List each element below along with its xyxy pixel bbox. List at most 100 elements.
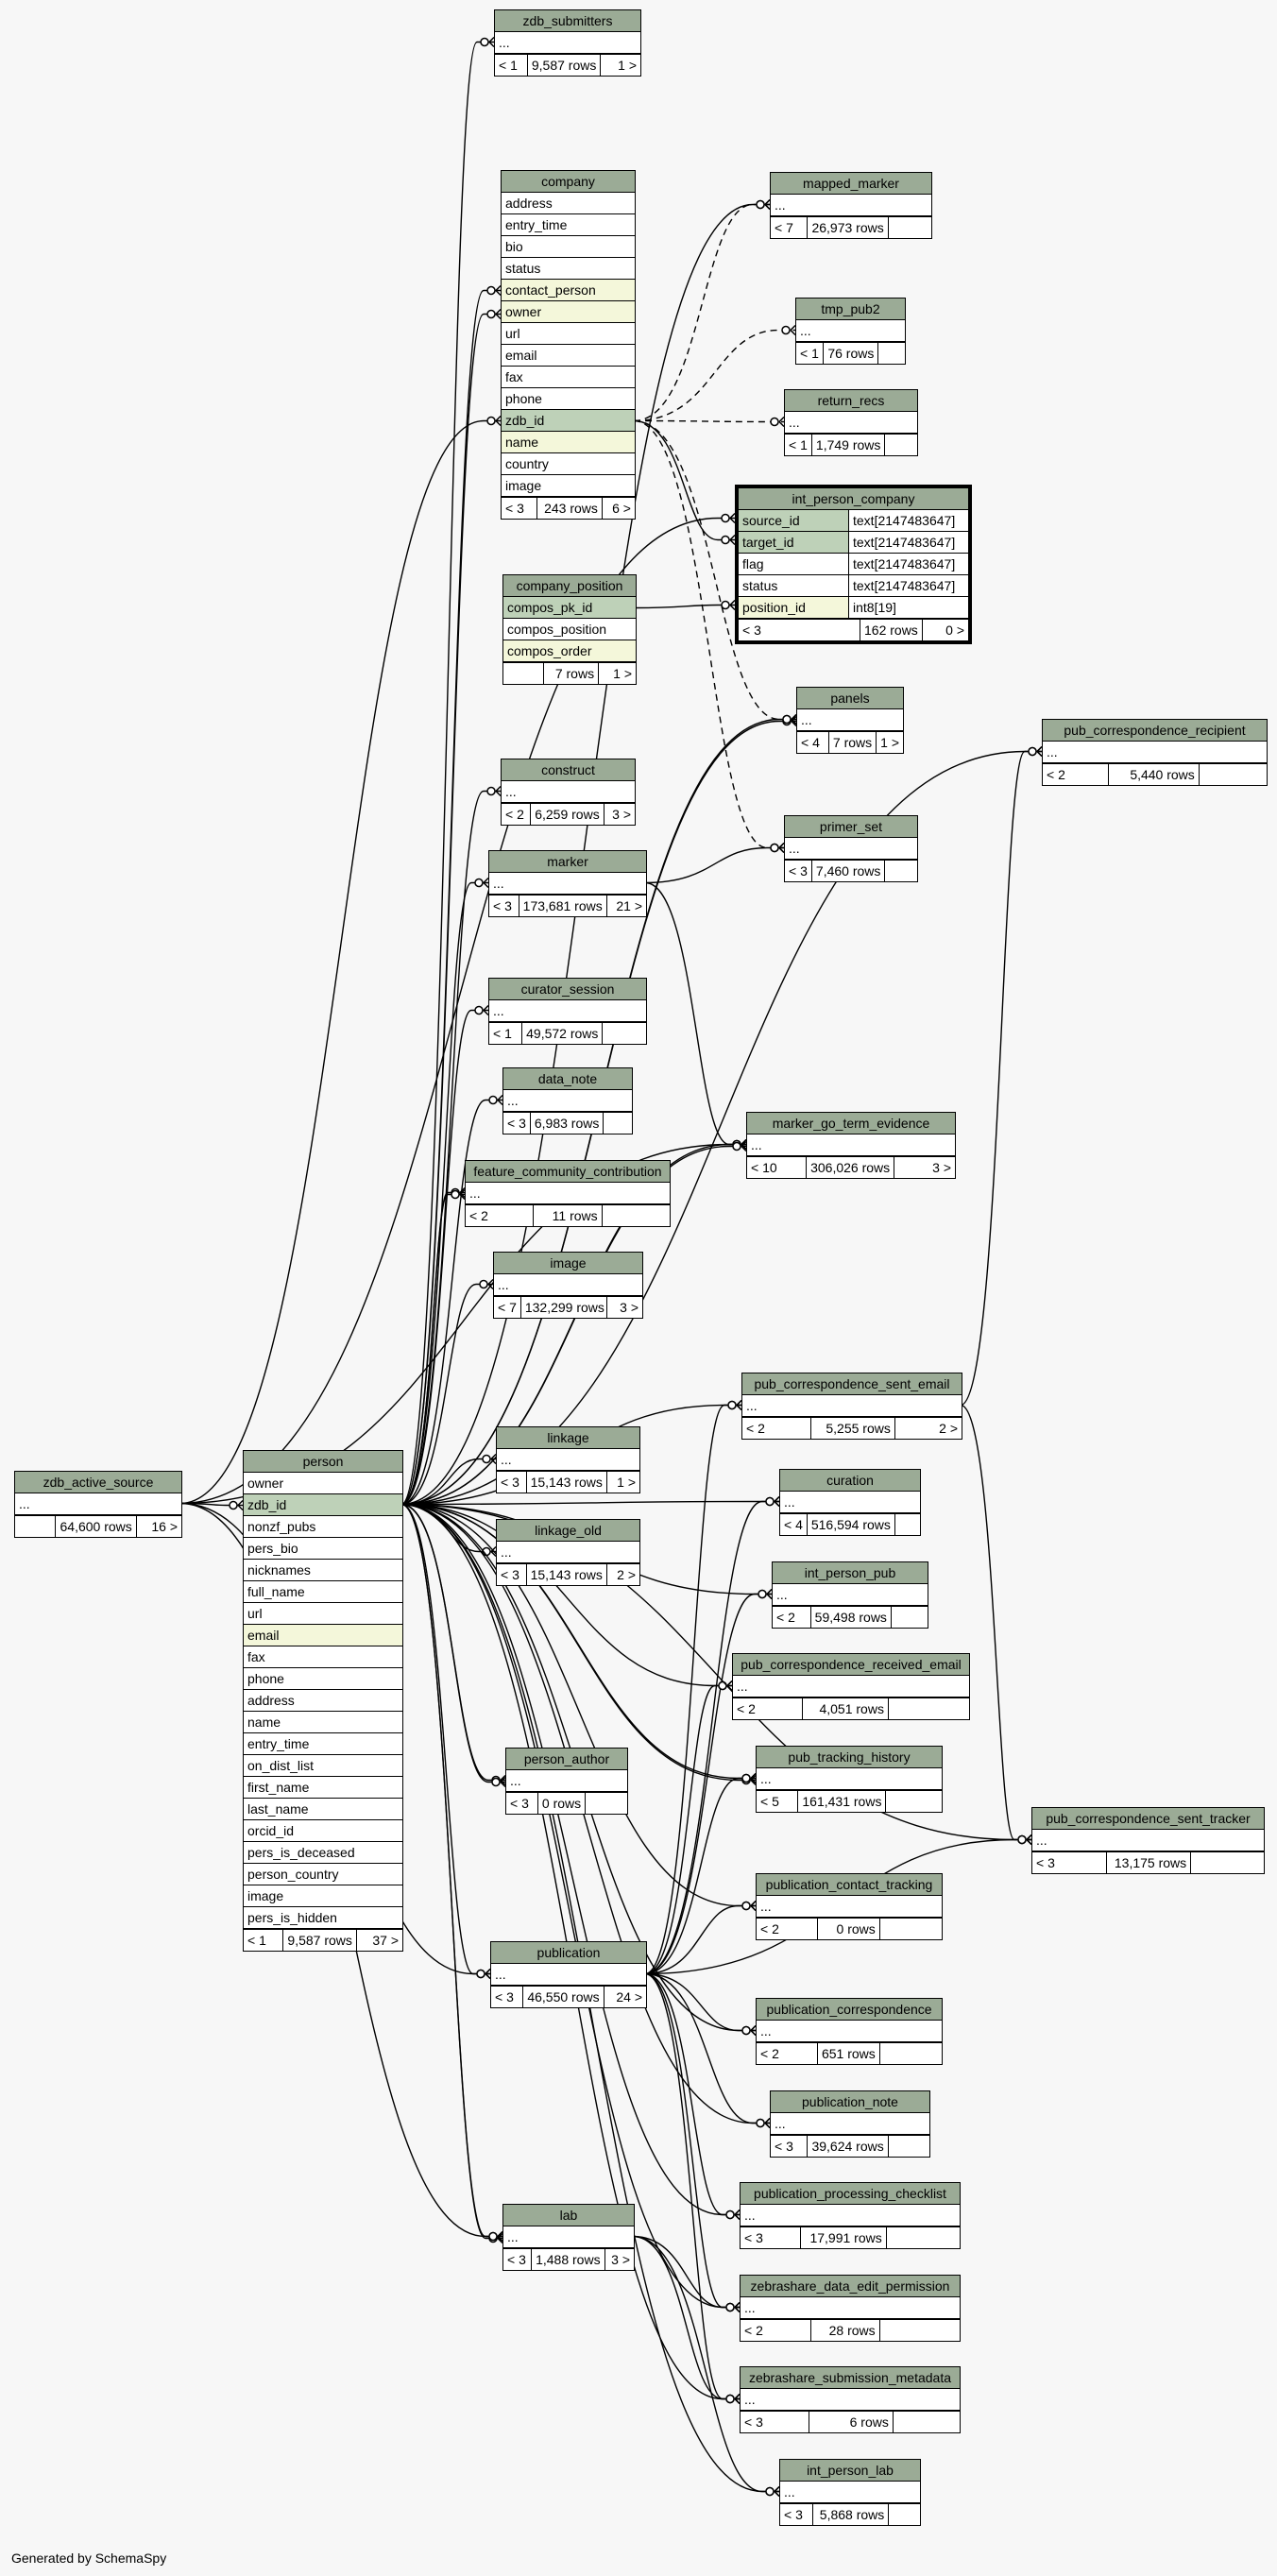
table-title[interactable]: publication_note [771,2091,929,2113]
table-column[interactable]: ... [733,1676,969,1697]
table-column[interactable]: ... [497,1449,639,1471]
table-column[interactable]: ... [466,1183,670,1204]
table-column[interactable]: compos_position [503,619,636,640]
table-title[interactable]: pub_correspondence_recipient [1043,720,1267,742]
table-title[interactable]: feature_community_contribution [466,1161,670,1183]
table-title[interactable]: int_person_pub [773,1562,928,1584]
table-column[interactable]: status [502,258,635,280]
table-column[interactable]: bio [502,236,635,258]
table-column[interactable]: ... [757,1768,942,1790]
table-title[interactable]: zdb_active_source [15,1472,181,1493]
table-title[interactable]: pub_correspondence_received_email [733,1654,969,1676]
table-column[interactable]: image [244,1885,402,1907]
table-title[interactable]: data_note [503,1068,632,1090]
primary-key-column[interactable]: zdb_id [244,1494,402,1516]
table-title[interactable]: person [244,1451,402,1473]
table-column[interactable]: ... [742,1395,962,1417]
table-column[interactable]: ... [491,1964,646,1986]
table-title[interactable]: curation [780,1470,920,1492]
table-title[interactable]: lab [503,2205,634,2226]
table-column[interactable]: orcid_id [244,1820,402,1842]
table-title[interactable]: primer_set [785,816,917,838]
table-column[interactable]: ... [780,2482,920,2503]
foreign-key-column[interactable]: name [502,432,635,453]
table-title[interactable]: company_position [503,575,636,597]
table-title[interactable]: zebrashare_submission_metadata [741,2367,960,2389]
table-column[interactable]: last_name [244,1799,402,1820]
table-title[interactable]: company [502,171,635,193]
foreign-key-column[interactable]: compos_order [503,640,636,662]
foreign-key-column[interactable]: owner [502,301,635,323]
table-title[interactable]: zdb_submitters [495,10,640,32]
table-title[interactable]: int_person_company [739,488,968,510]
table-title[interactable]: zebrashare_data_edit_permission [741,2276,960,2297]
table-column[interactable]: pers_bio [244,1538,402,1560]
table-column[interactable]: ... [797,709,903,731]
table-column[interactable]: ... [747,1134,955,1156]
table-title[interactable]: publication [491,1942,646,1964]
table-column[interactable]: email [502,345,635,367]
table-title[interactable]: pub_correspondence_sent_tracker [1032,1808,1264,1830]
table-column[interactable]: ... [15,1493,181,1515]
table-column[interactable]: ... [785,412,917,434]
table-title[interactable]: construct [502,759,635,781]
table-column[interactable]: phone [502,388,635,410]
foreign-key-column[interactable]: contact_person [502,280,635,301]
table-title[interactable]: panels [797,688,903,709]
table-column[interactable]: fax [244,1646,402,1668]
table-title[interactable]: linkage_old [497,1520,639,1542]
table-column[interactable]: fax [502,367,635,388]
table-title[interactable]: linkage [497,1427,639,1449]
primary-key-column[interactable]: zdb_id [502,410,635,432]
table-column[interactable]: entry_time [244,1733,402,1755]
table-column[interactable]: ... [773,1584,928,1606]
table-title[interactable]: image [494,1253,642,1274]
table-column[interactable]: url [502,323,635,345]
table-column[interactable]: country [502,453,635,475]
table-title[interactable]: tmp_pub2 [796,299,905,320]
foreign-key-column[interactable]: email [244,1625,402,1646]
table-column[interactable]: ... [780,1492,920,1513]
table-title[interactable]: marker_go_term_evidence [747,1113,955,1134]
table-column[interactable]: ... [1032,1830,1264,1851]
table-column[interactable]: pers_is_hidden [244,1907,402,1929]
table-column[interactable]: ... [771,2113,929,2135]
table-column[interactable]: ... [1043,742,1267,763]
table-column[interactable]: image [502,475,635,497]
table-column[interactable]: ... [495,32,640,54]
table-column[interactable]: ... [489,1000,646,1022]
